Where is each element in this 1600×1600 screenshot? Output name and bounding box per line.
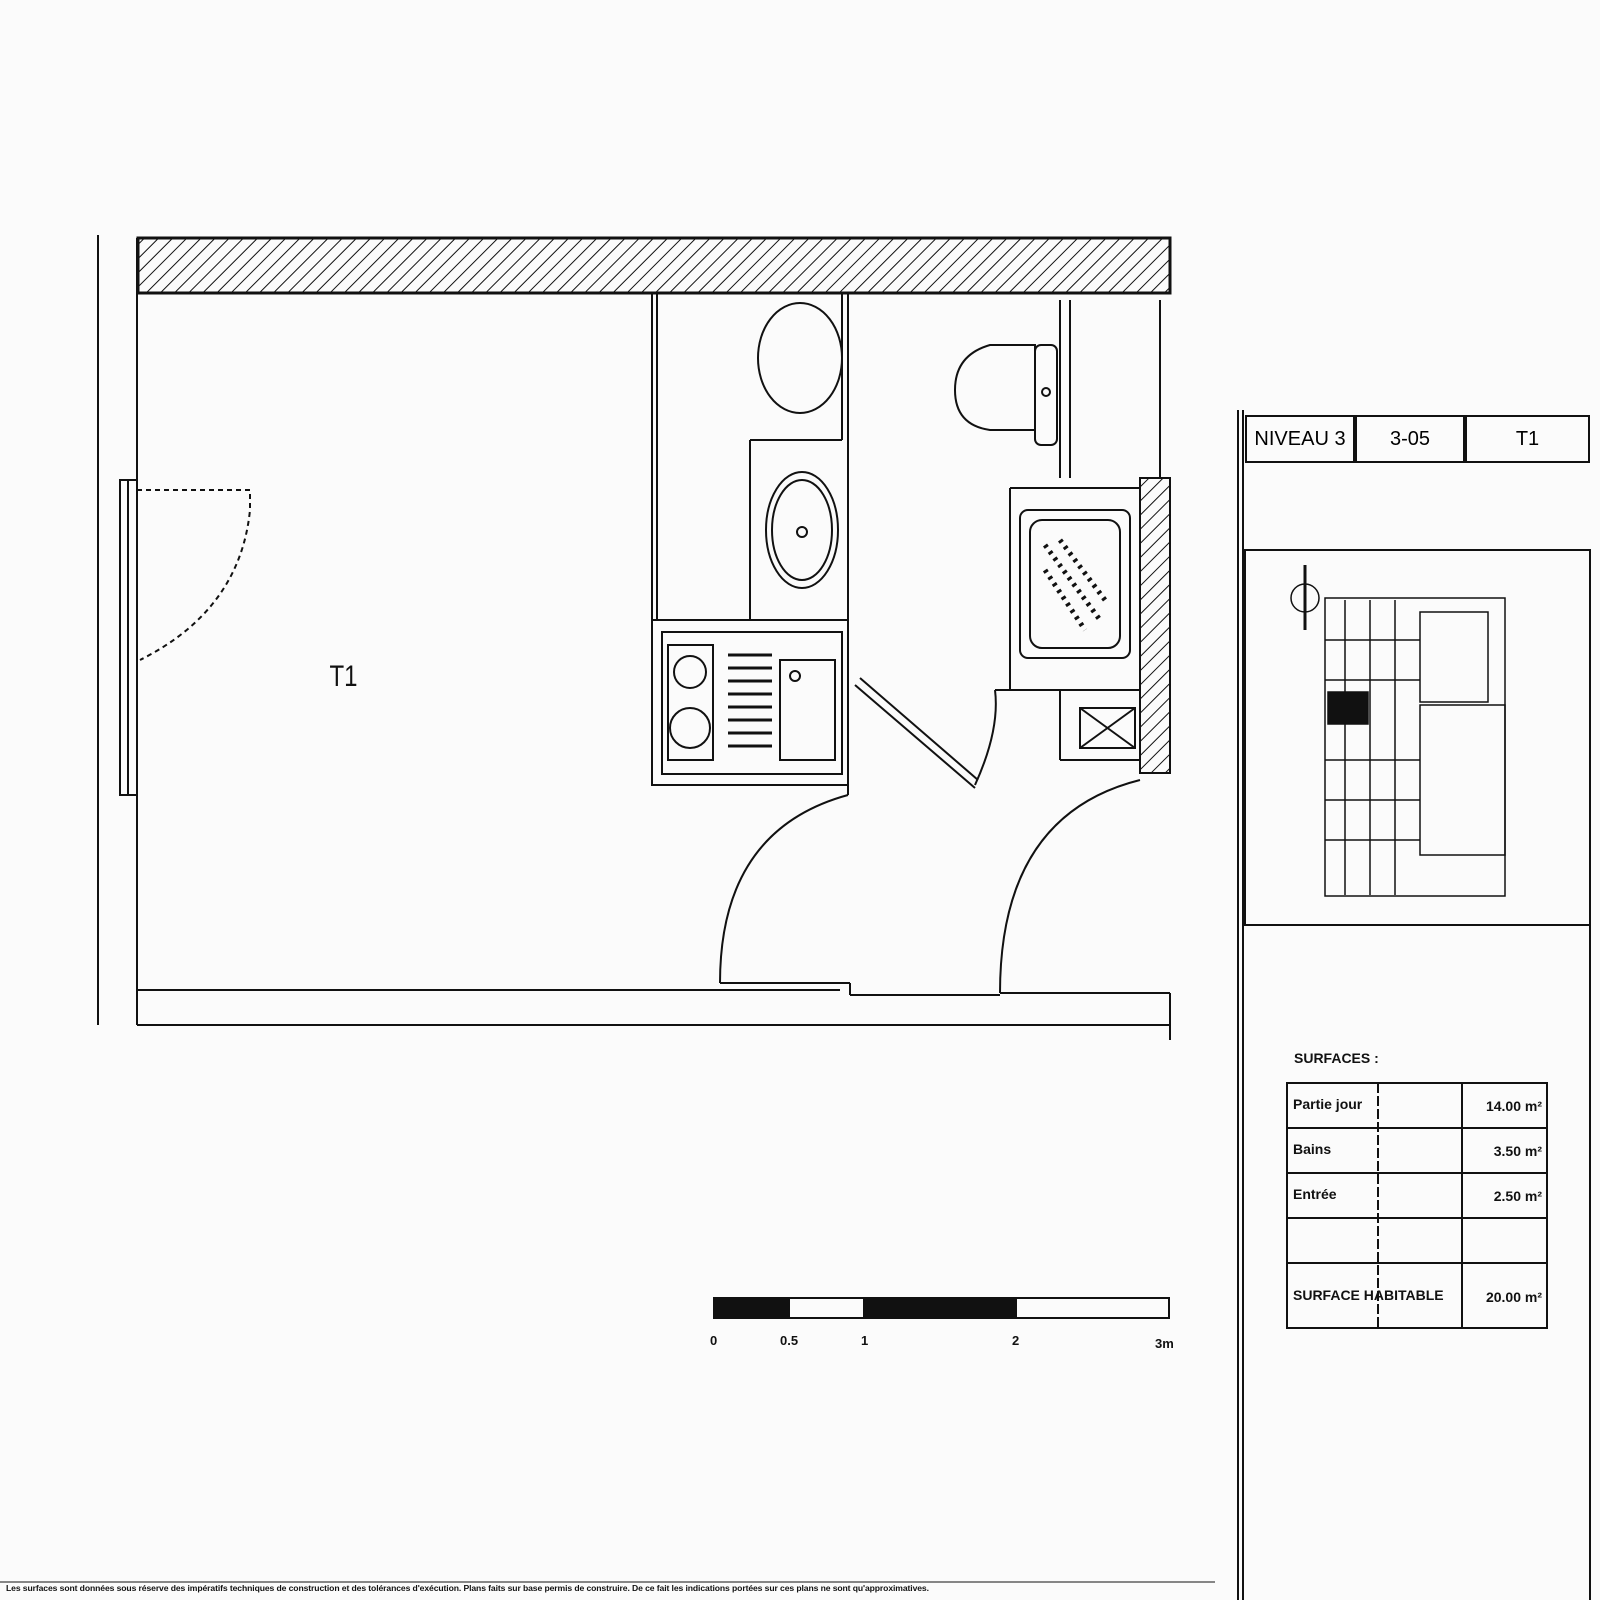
- shaft-box: [1079, 707, 1136, 749]
- title-block-frame: [0, 410, 1591, 1600]
- right-wall-hatched: [1139, 477, 1171, 774]
- scale-tick-label: 0.5: [780, 1333, 799, 1348]
- washbasin-icon: [765, 471, 839, 589]
- disclaimer-text: Les surfaces sont données sous réserve d…: [6, 1583, 929, 1593]
- shower-tray-icon: [1019, 509, 1131, 659]
- surfaces-table-grid: [1286, 1082, 1548, 1329]
- entry-door-swing-left: [719, 794, 849, 984]
- surface-total-label: SURFACE HABITABLE: [1293, 1287, 1444, 1303]
- surface-row-label: Entrée: [1293, 1186, 1337, 1202]
- scale-tick-label: 2: [1012, 1333, 1020, 1348]
- scale-tick-label: 3m: [1155, 1336, 1174, 1351]
- surface-row-label: Partie jour: [1293, 1096, 1363, 1112]
- unit-number-cell: 3-05: [1355, 415, 1465, 463]
- unit-highlight: [1327, 691, 1369, 725]
- unit-type-cell: T1: [1465, 415, 1590, 463]
- scale-tick-label: 1: [861, 1333, 869, 1348]
- level-cell: NIVEAU 3: [1245, 415, 1355, 463]
- left-wall: [97, 235, 138, 1025]
- bathroom-door-swing: [854, 677, 997, 789]
- scale-tick-label: 0: [710, 1333, 718, 1348]
- entry-door-swing-right: [999, 779, 1141, 994]
- surface-row-value: 14.00 m²: [1485, 1098, 1542, 1114]
- surface-row-label: Bains: [1293, 1141, 1332, 1157]
- surfaces-heading: SURFACES :: [1294, 1050, 1379, 1066]
- toilet-icon: [953, 343, 1058, 446]
- scale-bar: [713, 1297, 1170, 1319]
- bathroom-partitions: [651, 293, 1161, 761]
- bathtub-round-icon: [757, 302, 843, 414]
- surface-row-value: 3.50 m²: [1493, 1143, 1542, 1159]
- bottom-wall: [137, 982, 1171, 1040]
- top-wall-hatched: [136, 236, 1172, 295]
- key-plan: [1290, 565, 1506, 897]
- surface-total-value: 20.00 m²: [1485, 1289, 1542, 1305]
- kitchenette-icon: [651, 619, 849, 795]
- window-opening: [137, 489, 251, 661]
- surface-row-value: 2.50 m²: [1493, 1188, 1542, 1204]
- room-label: T1: [329, 660, 358, 693]
